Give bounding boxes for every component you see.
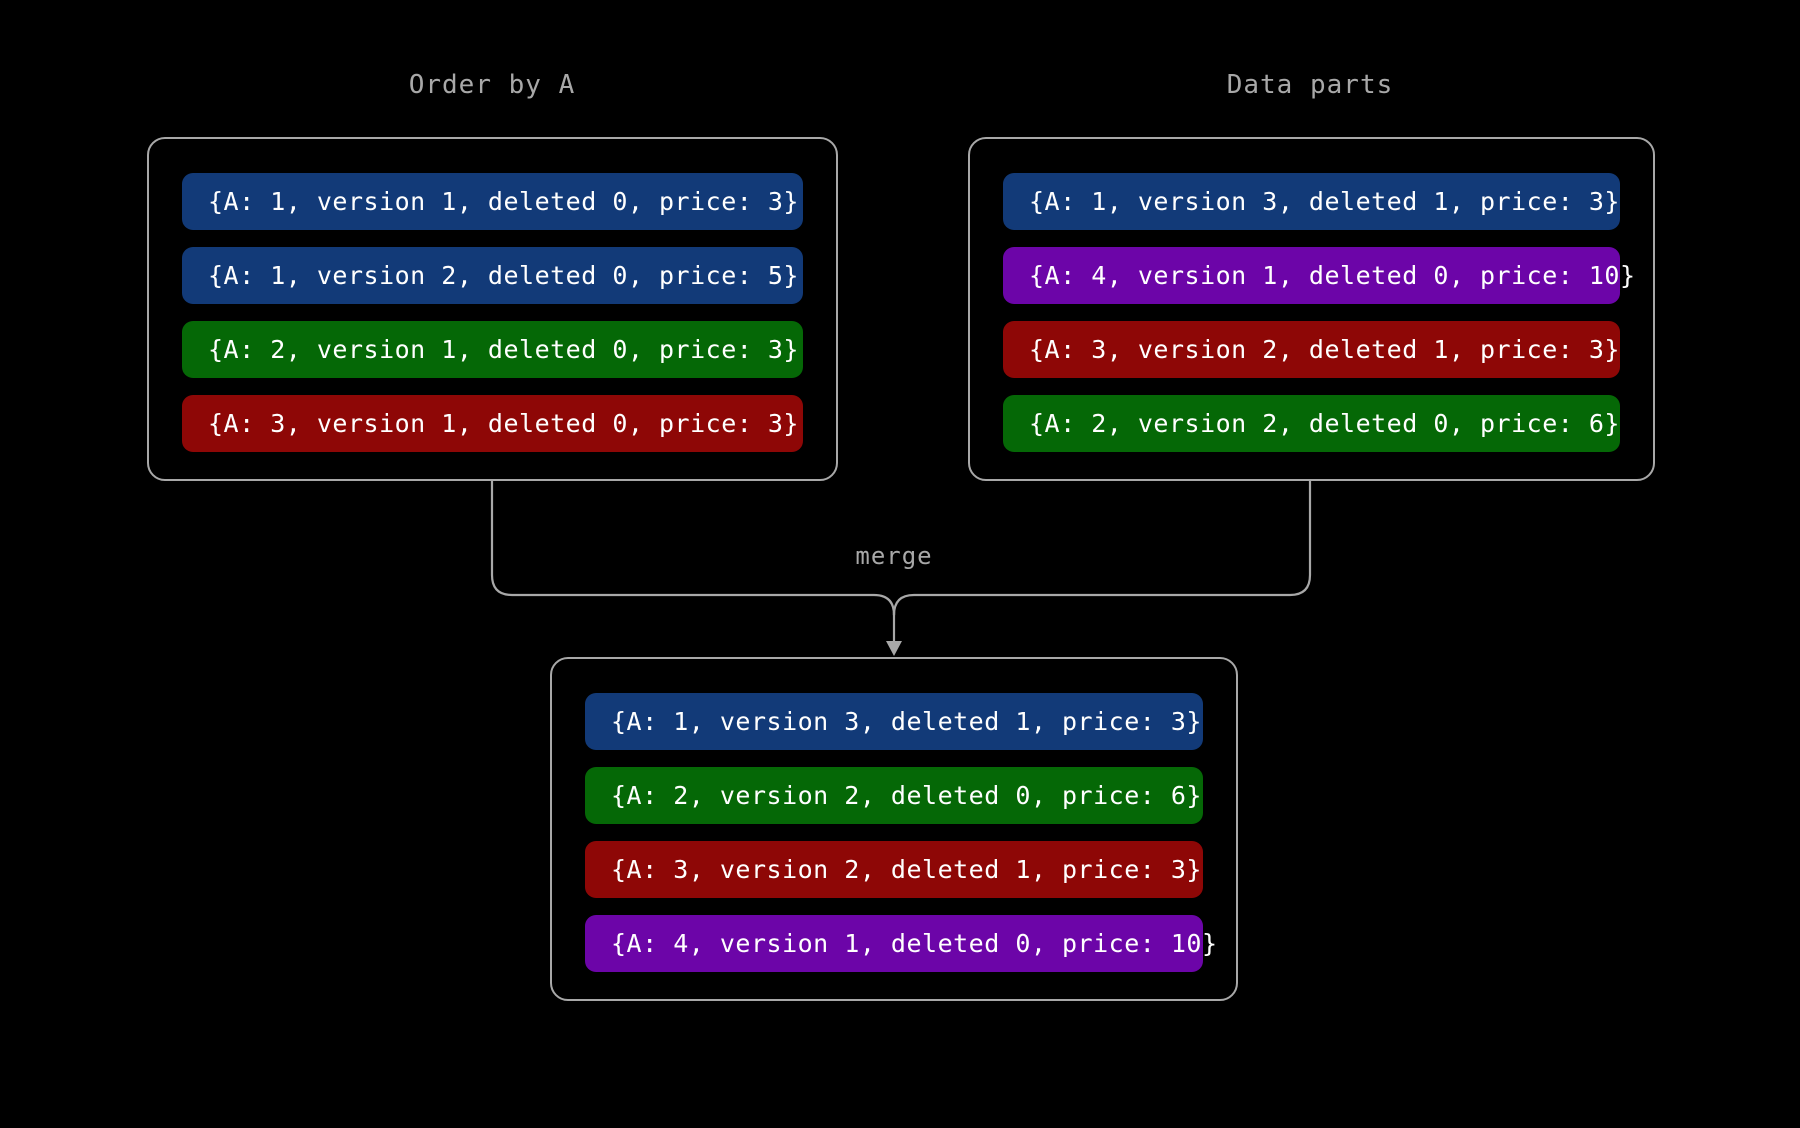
record-pill[interactable]: {A: 1, version 1, deleted 0, price: 3} (182, 173, 803, 230)
record-pill[interactable]: {A: 1, version 2, deleted 0, price: 5} (182, 247, 803, 304)
record-label: {A: 3, version 2, deleted 1, price: 3} (1029, 335, 1620, 364)
record-pill[interactable]: {A: 4, version 1, deleted 0, price: 10} (585, 915, 1217, 972)
record-pill[interactable]: {A: 3, version 2, deleted 1, price: 3} (585, 841, 1203, 898)
result-panel-box: {A: 1, version 3, deleted 1, price: 3} {… (550, 657, 1238, 1001)
record-label: {A: 1, version 1, deleted 0, price: 3} (208, 187, 799, 216)
record-pill[interactable]: {A: 2, version 2, deleted 0, price: 6} (1003, 395, 1620, 452)
record-pill[interactable]: {A: 1, version 3, deleted 1, price: 3} (1003, 173, 1620, 230)
result-panel-row-list: {A: 1, version 3, deleted 1, price: 3} {… (552, 659, 1236, 1006)
record-pill[interactable]: {A: 2, version 2, deleted 0, price: 6} (585, 767, 1203, 824)
record-label: {A: 4, version 1, deleted 0, price: 10} (611, 929, 1218, 958)
record-label: {A: 4, version 1, deleted 0, price: 10} (1029, 261, 1636, 290)
record-pill[interactable]: {A: 2, version 1, deleted 0, price: 3} (182, 321, 803, 378)
record-label: {A: 2, version 1, deleted 0, price: 3} (208, 335, 799, 364)
record-label: {A: 3, version 1, deleted 0, price: 3} (208, 409, 799, 438)
record-label: {A: 2, version 2, deleted 0, price: 6} (611, 781, 1202, 810)
left-panel-row-list: {A: 1, version 1, deleted 0, price: 3} {… (149, 139, 836, 486)
merge-edge-label: merge (855, 542, 933, 570)
record-label: {A: 2, version 2, deleted 0, price: 6} (1029, 409, 1620, 438)
record-pill[interactable]: {A: 3, version 2, deleted 1, price: 3} (1003, 321, 1620, 378)
left-panel-title: Order by A (408, 70, 576, 100)
arrowhead-icon (886, 641, 902, 656)
record-pill[interactable]: {A: 4, version 1, deleted 0, price: 10} (1003, 247, 1635, 304)
right-panel-row-list: {A: 1, version 3, deleted 1, price: 3} {… (970, 139, 1653, 486)
record-label: {A: 1, version 3, deleted 1, price: 3} (1029, 187, 1620, 216)
record-label: {A: 1, version 2, deleted 0, price: 5} (208, 261, 799, 290)
right-panel-box: {A: 1, version 3, deleted 1, price: 3} {… (968, 137, 1655, 481)
record-pill[interactable]: {A: 3, version 1, deleted 0, price: 3} (182, 395, 803, 452)
record-label: {A: 1, version 3, deleted 1, price: 3} (611, 707, 1202, 736)
connector-left-branch (490, 479, 896, 617)
connector-right-branch (892, 479, 1312, 617)
record-label: {A: 3, version 2, deleted 1, price: 3} (611, 855, 1202, 884)
left-panel-box: {A: 1, version 1, deleted 0, price: 3} {… (147, 137, 838, 481)
record-pill[interactable]: {A: 1, version 3, deleted 1, price: 3} (585, 693, 1203, 750)
right-panel-title: Data parts (1226, 70, 1394, 100)
